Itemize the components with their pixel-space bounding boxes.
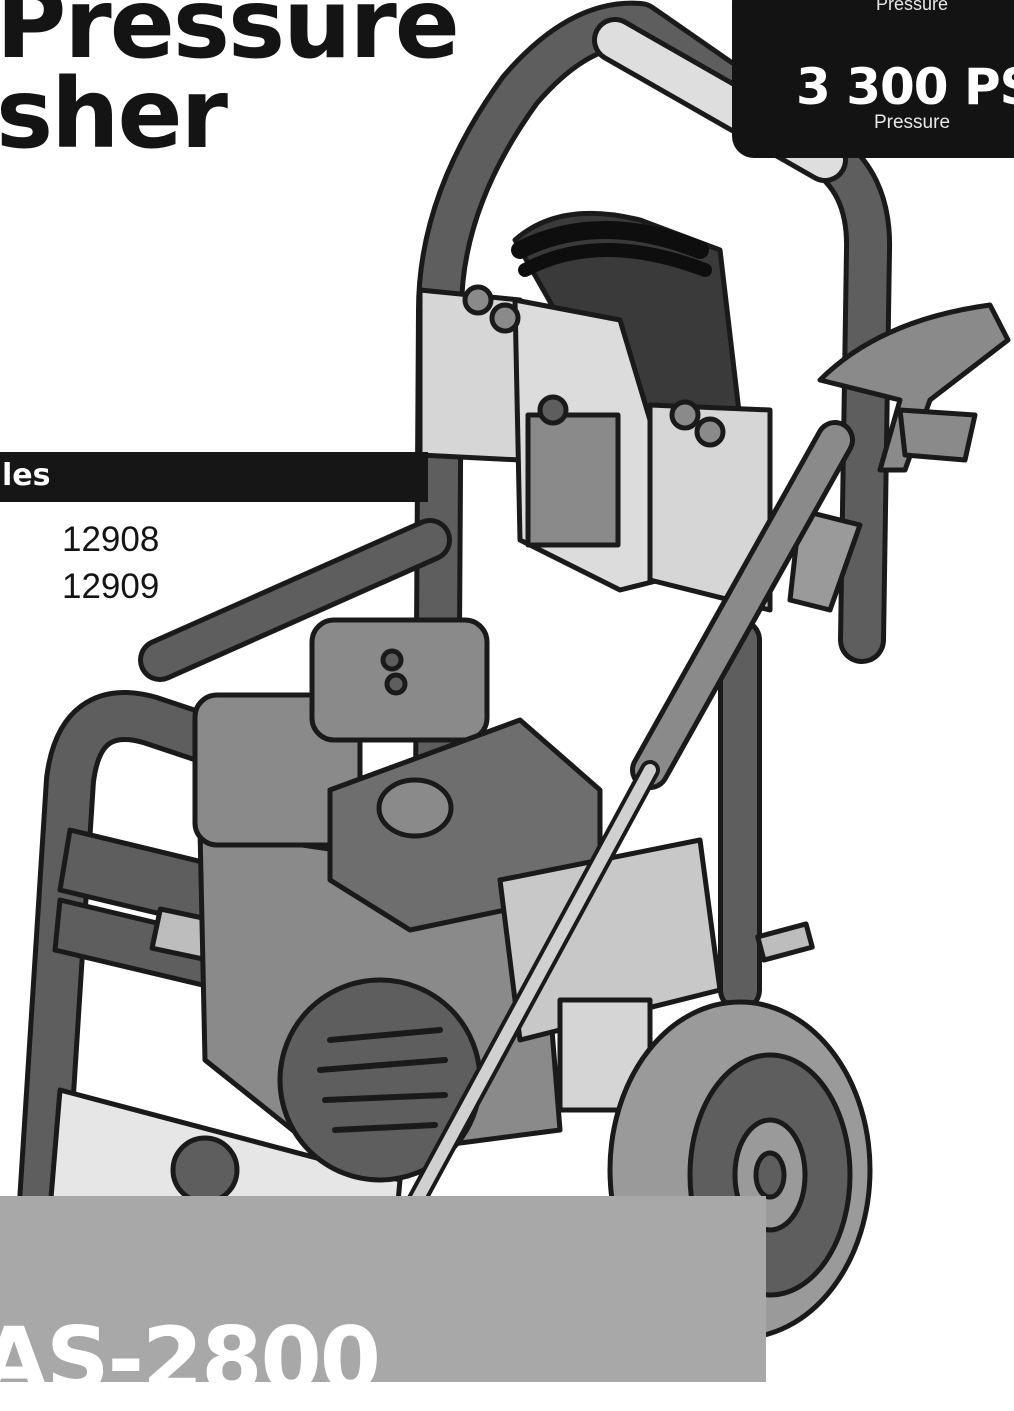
product-code: 12908 [62,520,160,559]
product-code: 12909 [62,567,160,606]
codes-heading-bar: les [0,452,428,502]
title-line-2: sher [0,58,228,170]
codes-heading: les [2,458,51,493]
title-line-1: Pressure [0,0,460,80]
spec-box: Pressure 3 300 PSI Pressure [732,0,1014,158]
pressure-value: 3 300 PSI [796,58,1014,116]
pressure-washer-illustration [14,0,1011,1376]
pressure-label: Pressure [873,112,951,133]
spec-top-label: Pressure [875,0,949,14]
model-number: AS-2800 [0,1308,381,1411]
model-block [0,1196,766,1382]
